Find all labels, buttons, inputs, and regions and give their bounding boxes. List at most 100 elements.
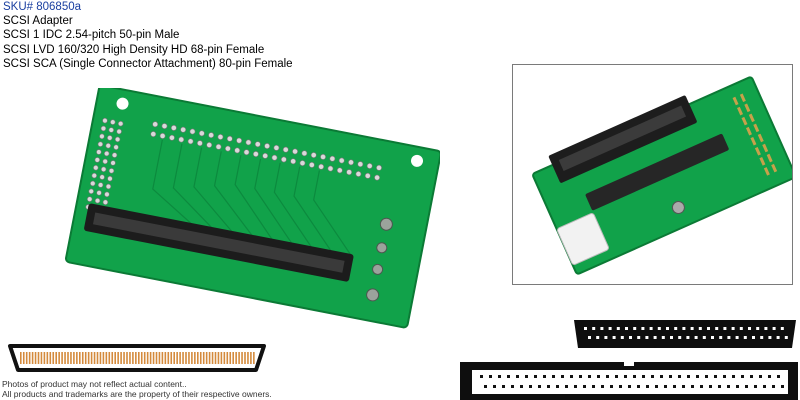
pad <box>152 121 159 128</box>
hd-pin <box>511 385 514 388</box>
idc-pin <box>682 327 686 330</box>
hd-pin <box>759 375 762 378</box>
sca-pin <box>102 352 105 364</box>
idc50-outline <box>574 320 796 348</box>
product-header: SKU# 806850a SCSI Adapter SCSI 1 IDC 2.5… <box>3 0 293 71</box>
hd-pin <box>538 385 541 388</box>
idc-pin <box>637 336 641 339</box>
hd68-connector-slot <box>92 212 345 273</box>
pad <box>299 160 306 166</box>
pad <box>108 127 114 133</box>
idc-pin <box>690 327 694 330</box>
header-pin <box>753 123 760 133</box>
sca-pin <box>211 352 214 364</box>
hd-pin <box>741 375 744 378</box>
pad <box>236 137 243 144</box>
pad <box>169 134 175 141</box>
sca-pin <box>34 352 37 364</box>
sca-pin <box>117 352 119 364</box>
hd-pin <box>714 375 717 378</box>
idc-pin <box>653 336 657 339</box>
header-pin <box>732 96 739 106</box>
idc-pin <box>715 327 719 330</box>
idc-pin <box>764 327 768 330</box>
pad <box>107 135 113 141</box>
pad <box>374 174 380 181</box>
pad <box>102 117 108 124</box>
sca-pin <box>129 352 131 364</box>
idc-pin <box>686 336 690 339</box>
screw-icon <box>376 242 388 254</box>
pad <box>97 141 104 147</box>
hd-pin <box>529 385 532 388</box>
pad <box>245 139 252 146</box>
sca-pin <box>31 352 34 364</box>
idc-pin <box>780 327 784 330</box>
hd-pin <box>516 375 519 378</box>
hd-pin <box>606 375 609 378</box>
screw-icon <box>372 263 384 275</box>
sca-pin <box>43 352 46 364</box>
sca-pin <box>114 352 116 364</box>
hd-pin <box>619 385 622 388</box>
pad <box>329 155 336 162</box>
sca-pin <box>253 352 255 364</box>
sca-pin <box>61 352 63 364</box>
idc-pin <box>645 336 649 339</box>
connector-line-3: SCSI SCA (Single Connector Attachment) 8… <box>3 57 293 70</box>
pad <box>254 141 261 148</box>
sca-pin <box>108 352 111 364</box>
header-pin <box>744 103 751 113</box>
pad <box>178 136 185 143</box>
idc-pin <box>739 327 743 330</box>
hd-pin <box>763 385 766 388</box>
hd-pin <box>709 385 712 388</box>
hd-pin <box>660 375 663 378</box>
hd-pin <box>525 375 528 378</box>
sca80-connector-diagram <box>8 344 266 372</box>
sca-pin <box>87 352 90 364</box>
pad <box>170 125 177 131</box>
pad <box>226 135 233 142</box>
pad <box>104 191 110 198</box>
sca-pin <box>135 352 137 364</box>
hd-pin <box>768 375 771 378</box>
idc-pin <box>674 327 678 330</box>
hd68-connector-diagram <box>460 358 798 400</box>
idc-pin <box>752 336 755 339</box>
header-pin <box>766 153 773 163</box>
header-pin <box>762 143 769 153</box>
pad <box>346 169 353 176</box>
pad <box>105 183 112 190</box>
pad <box>96 190 102 196</box>
pcb-traces <box>152 139 354 259</box>
hd-pin <box>750 375 753 378</box>
idc-pin <box>731 327 735 330</box>
sku-label: SKU# 806850a <box>3 1 82 13</box>
idc-pin <box>670 336 673 339</box>
sca-pin <box>155 352 158 364</box>
idc-pin <box>596 336 600 339</box>
main-product-photo <box>65 88 440 329</box>
pcb-board <box>65 88 440 329</box>
pad <box>348 159 354 166</box>
inset-photo-frame <box>512 64 793 285</box>
hd-pin <box>498 375 501 378</box>
pad <box>116 128 122 135</box>
idc-pin <box>702 336 706 339</box>
pad <box>100 166 107 172</box>
idc-pin <box>723 327 727 330</box>
idc-pin <box>776 336 780 339</box>
pad <box>114 136 121 143</box>
header-pin <box>739 93 746 103</box>
idc-pin <box>592 327 596 330</box>
pad <box>208 132 215 139</box>
sca-pin <box>49 352 52 364</box>
hd-pin <box>628 385 631 388</box>
sca-pin <box>22 352 25 364</box>
idc-pin <box>588 336 591 339</box>
pad <box>290 158 297 165</box>
header-pin <box>741 116 748 126</box>
hd68-socket <box>472 370 788 394</box>
pad <box>108 168 115 174</box>
